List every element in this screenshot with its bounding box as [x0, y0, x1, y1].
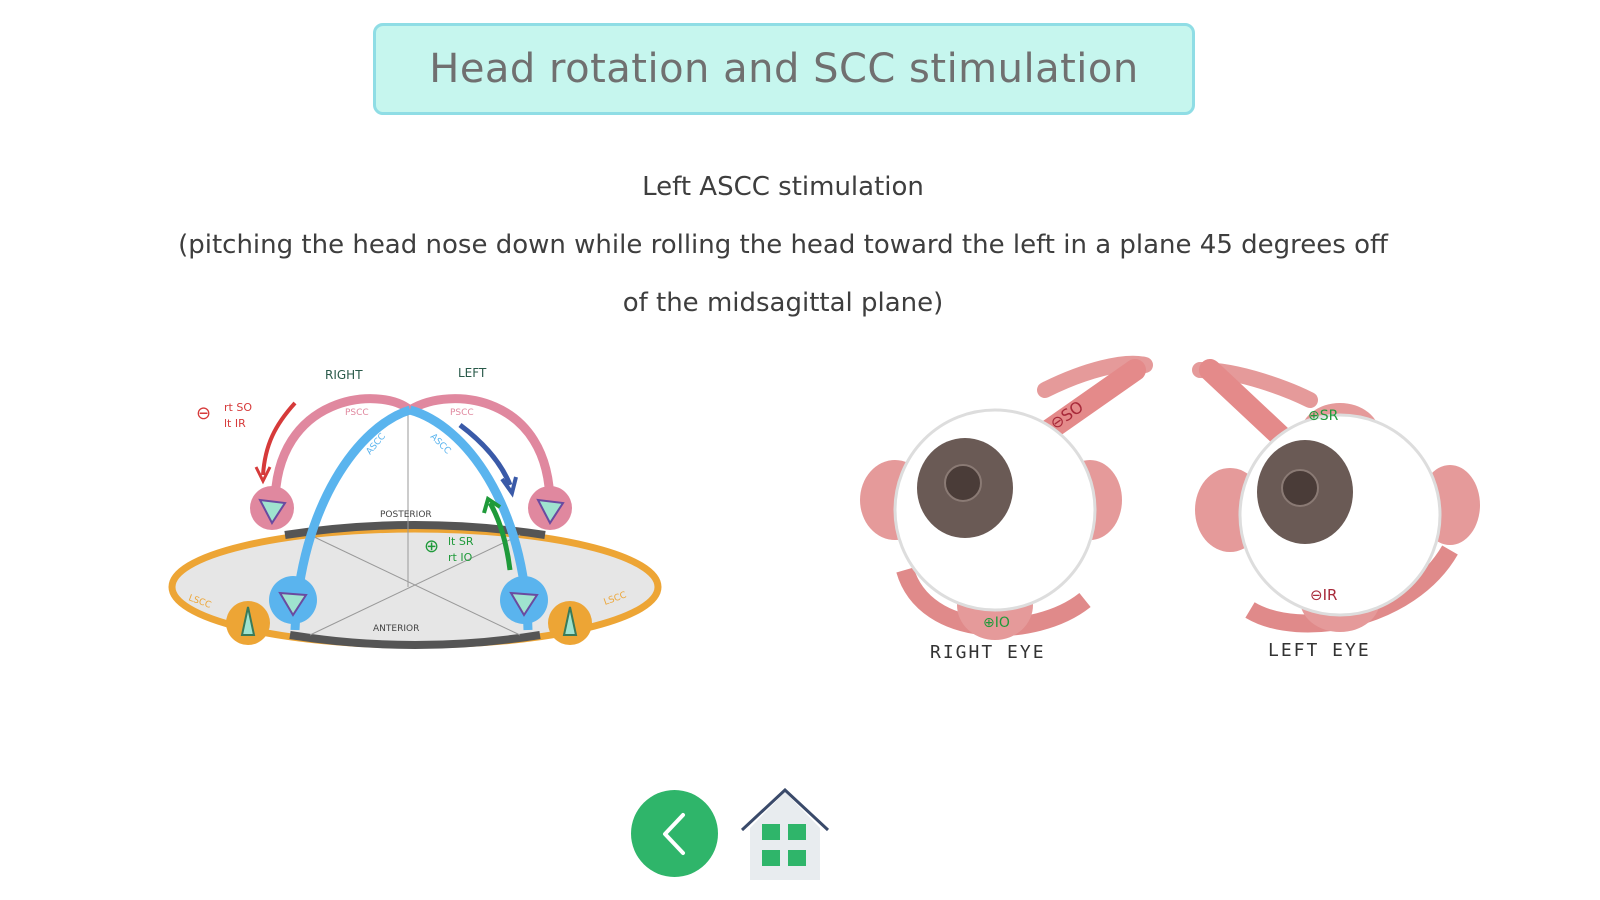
svg-text:lt IR: lt IR: [224, 417, 246, 430]
svg-text:ANTERIOR: ANTERIOR: [373, 624, 419, 634]
right-eye-illustration: ⊖SO ⊕IO RIGHT EYE: [855, 350, 1155, 670]
description-line-2: of the midsagittal plane): [622, 288, 944, 318]
left-eye-illustration: ⊕SR ⊖IR LEFT EYE: [1180, 350, 1480, 670]
page-title-box: Head rotation and SCC stimulation: [373, 23, 1195, 115]
back-button[interactable]: [631, 790, 718, 877]
page-title: Head rotation and SCC stimulation: [429, 46, 1139, 92]
right-eye-io-label: ⊕IO: [983, 615, 1010, 631]
home-button[interactable]: [740, 787, 830, 880]
description-line-1: (pitching the head nose down while rolli…: [178, 230, 1388, 260]
svg-text:POSTERIOR: POSTERIOR: [380, 510, 432, 520]
semicircular-canal-diagram: RIGHT LEFT PSCC PSCC ASCC ASCC POSTERIOR…: [160, 355, 680, 665]
svg-text:PSCC: PSCC: [450, 408, 474, 418]
label-right: RIGHT: [325, 368, 363, 382]
left-eye-ir-label: ⊖IR: [1310, 586, 1337, 604]
svg-text:rt IO: rt IO: [448, 551, 473, 564]
svg-text:lt SR: lt SR: [448, 535, 474, 548]
svg-text:rt SO: rt SO: [224, 401, 252, 414]
label-left: LEFT: [458, 366, 487, 380]
right-eye-label: RIGHT EYE: [930, 642, 1046, 663]
left-eye-label: LEFT EYE: [1268, 640, 1371, 661]
left-eye-sr-label: ⊕SR: [1308, 408, 1339, 424]
svg-text:⊕: ⊕: [424, 536, 439, 557]
chevron-left-icon: [662, 812, 685, 855]
section-heading: Left ASCC stimulation: [642, 172, 924, 202]
home-icon: [740, 787, 830, 880]
svg-text:⊖: ⊖: [196, 403, 211, 424]
svg-text:PSCC: PSCC: [345, 408, 369, 418]
